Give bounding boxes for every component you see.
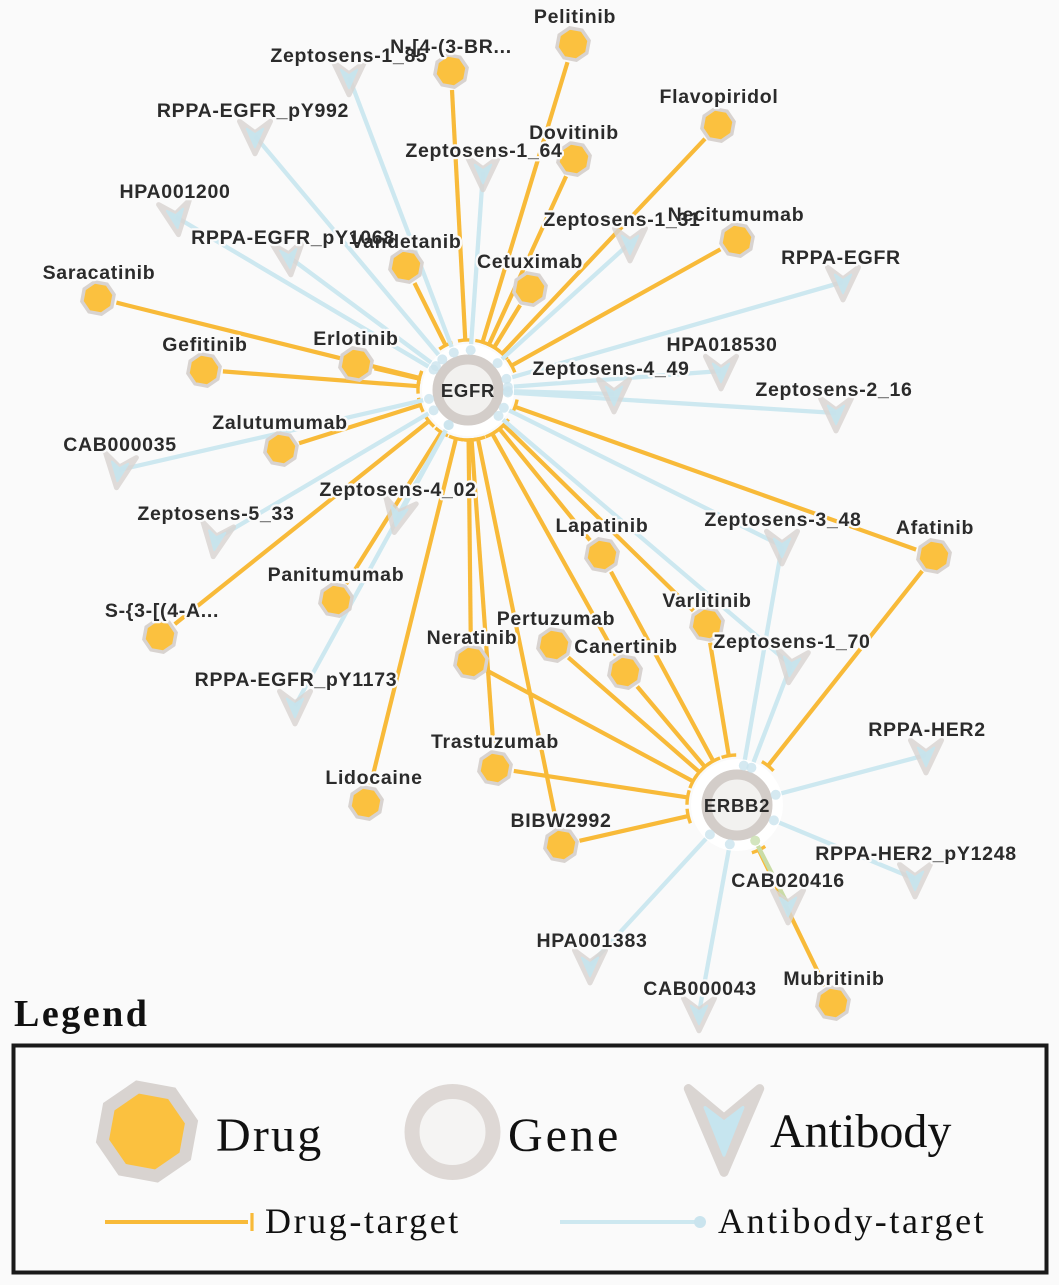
- svg-text:CAB000035: CAB000035: [63, 434, 177, 456]
- svg-text:CAB020416: CAB020416: [731, 870, 845, 892]
- svg-text:HPA001383: HPA001383: [536, 930, 647, 952]
- svg-text:Zeptosens-1_85: Zeptosens-1_85: [270, 45, 427, 67]
- svg-text:Zeptosens-1_85: Zeptosens-1_85: [270, 45, 427, 67]
- svg-text:Lidocaine: Lidocaine: [325, 767, 422, 789]
- svg-text:Erlotinib: Erlotinib: [313, 328, 398, 350]
- svg-text:HPA001200: HPA001200: [119, 181, 230, 203]
- svg-text:HPA018530: HPA018530: [666, 334, 777, 356]
- svg-text:Zeptosens-1_31: Zeptosens-1_31: [543, 209, 700, 231]
- svg-text:Zeptosens-4_02: Zeptosens-4_02: [319, 479, 476, 501]
- svg-text:RPPA-EGFR: RPPA-EGFR: [781, 247, 901, 269]
- svg-text:Vandetanib: Vandetanib: [350, 231, 461, 253]
- svg-text:S-{3-[(4-A...: S-{3-[(4-A...: [105, 600, 219, 622]
- svg-text:Zeptosens-3_48: Zeptosens-3_48: [704, 509, 861, 531]
- svg-text:RPPA-HER2: RPPA-HER2: [868, 719, 986, 741]
- svg-text:RPPA-EGFR_pY992: RPPA-EGFR_pY992: [157, 100, 349, 122]
- svg-text:Zalutumumab: Zalutumumab: [212, 412, 348, 434]
- svg-text:Varlitinib: Varlitinib: [662, 590, 751, 612]
- svg-text:RPPA-HER2: RPPA-HER2: [868, 719, 986, 741]
- svg-text:Mubritinib: Mubritinib: [783, 968, 884, 990]
- svg-text:Canertinib: Canertinib: [574, 636, 677, 658]
- svg-text:Zeptosens-4_02: Zeptosens-4_02: [319, 479, 476, 501]
- svg-text:Canertinib: Canertinib: [574, 636, 677, 658]
- svg-text:Cetuximab: Cetuximab: [477, 251, 583, 273]
- svg-text:Legend: Legend: [14, 993, 149, 1035]
- svg-text:HPA001383: HPA001383: [536, 930, 647, 952]
- svg-text:Pelitinib: Pelitinib: [534, 6, 616, 28]
- svg-text:RPPA-HER2_pY1248: RPPA-HER2_pY1248: [815, 843, 1017, 865]
- svg-text:Zeptosens-2_16: Zeptosens-2_16: [755, 379, 912, 401]
- svg-text:Dovitinib: Dovitinib: [529, 122, 619, 144]
- svg-text:Pertuzumab: Pertuzumab: [497, 608, 616, 630]
- svg-text:RPPA-EGFR_pY992: RPPA-EGFR_pY992: [157, 100, 349, 122]
- svg-text:Zalutumumab: Zalutumumab: [212, 412, 348, 434]
- svg-text:RPPA-EGFR_pY1068: RPPA-EGFR_pY1068: [191, 227, 395, 249]
- svg-text:Zeptosens-1_70: Zeptosens-1_70: [713, 631, 870, 653]
- svg-text:Gefitinib: Gefitinib: [162, 334, 247, 356]
- svg-text:Neratinib: Neratinib: [427, 627, 518, 649]
- svg-text:Erlotinib: Erlotinib: [313, 328, 398, 350]
- svg-text:RPPA-HER2_pY1248: RPPA-HER2_pY1248: [815, 843, 1017, 865]
- svg-text:CAB000043: CAB000043: [643, 978, 757, 1000]
- svg-text:CAB000043: CAB000043: [643, 978, 757, 1000]
- svg-text:BIBW2992: BIBW2992: [511, 810, 612, 832]
- svg-text:Lapatinib: Lapatinib: [556, 515, 649, 537]
- svg-text:RPPA-EGFR: RPPA-EGFR: [781, 247, 901, 269]
- svg-text:EGFR: EGFR: [441, 380, 495, 401]
- svg-text:HPA001200: HPA001200: [119, 181, 230, 203]
- svg-text:N-[4-(3-BR...: N-[4-(3-BR...: [390, 36, 512, 58]
- svg-text:Antibody: Antibody: [770, 1105, 951, 1158]
- svg-text:Antibody-target: Antibody-target: [718, 1201, 986, 1241]
- svg-text:Zeptosens-2_16: Zeptosens-2_16: [755, 379, 912, 401]
- svg-text:Neratinib: Neratinib: [427, 627, 518, 649]
- svg-text:ERBB2: ERBB2: [704, 795, 770, 816]
- svg-text:S-{3-[(4-A...: S-{3-[(4-A...: [105, 600, 219, 622]
- svg-text:N-[4-(3-BR...: N-[4-(3-BR...: [390, 36, 512, 58]
- svg-text:Zeptosens-5_33: Zeptosens-5_33: [137, 503, 294, 525]
- svg-text:RPPA-EGFR_pY1068: RPPA-EGFR_pY1068: [191, 227, 395, 249]
- svg-text:Vandetanib: Vandetanib: [350, 231, 461, 253]
- svg-text:Cetuximab: Cetuximab: [477, 251, 583, 273]
- svg-text:Necitumumab: Necitumumab: [668, 204, 805, 226]
- svg-text:Flavopiridol: Flavopiridol: [660, 86, 779, 108]
- svg-text:Gene: Gene: [508, 1109, 621, 1162]
- svg-text:Flavopiridol: Flavopiridol: [660, 86, 779, 108]
- svg-text:Pertuzumab: Pertuzumab: [497, 608, 616, 630]
- svg-text:Zeptosens-1_31: Zeptosens-1_31: [543, 209, 700, 231]
- svg-text:Gefitinib: Gefitinib: [162, 334, 247, 356]
- svg-text:HPA018530: HPA018530: [666, 334, 777, 356]
- svg-text:Panitumumab: Panitumumab: [268, 564, 405, 586]
- svg-text:Lapatinib: Lapatinib: [556, 515, 649, 537]
- svg-text:Pelitinib: Pelitinib: [534, 6, 616, 28]
- svg-text:Zeptosens-4_49: Zeptosens-4_49: [532, 358, 689, 380]
- svg-text:Trastuzumab: Trastuzumab: [431, 731, 559, 753]
- svg-text:CAB020416: CAB020416: [731, 870, 845, 892]
- svg-text:CAB000035: CAB000035: [63, 434, 177, 456]
- svg-text:Drug: Drug: [216, 1109, 323, 1162]
- svg-text:BIBW2992: BIBW2992: [511, 810, 612, 832]
- svg-text:Saracatinib: Saracatinib: [43, 262, 156, 284]
- svg-text:Afatinib: Afatinib: [896, 517, 974, 539]
- svg-text:Lidocaine: Lidocaine: [325, 767, 422, 789]
- svg-text:RPPA-EGFR_pY1173: RPPA-EGFR_pY1173: [195, 669, 398, 691]
- svg-text:RPPA-EGFR_pY1173: RPPA-EGFR_pY1173: [195, 669, 398, 691]
- svg-text:Varlitinib: Varlitinib: [662, 590, 751, 612]
- svg-text:Zeptosens-1_70: Zeptosens-1_70: [713, 631, 870, 653]
- svg-text:Panitumumab: Panitumumab: [268, 564, 405, 586]
- svg-text:Zeptosens-4_49: Zeptosens-4_49: [532, 358, 689, 380]
- svg-text:Mubritinib: Mubritinib: [783, 968, 884, 990]
- svg-text:Zeptosens-3_48: Zeptosens-3_48: [704, 509, 861, 531]
- svg-text:Drug-target: Drug-target: [265, 1201, 461, 1241]
- svg-text:Zeptosens-1_64: Zeptosens-1_64: [405, 140, 562, 162]
- svg-text:Zeptosens-5_33: Zeptosens-5_33: [137, 503, 294, 525]
- svg-text:Dovitinib: Dovitinib: [529, 122, 619, 144]
- svg-text:Afatinib: Afatinib: [896, 517, 974, 539]
- svg-text:Trastuzumab: Trastuzumab: [431, 731, 559, 753]
- svg-text:Saracatinib: Saracatinib: [43, 262, 156, 284]
- svg-text:Necitumumab: Necitumumab: [668, 204, 805, 226]
- svg-text:Zeptosens-1_64: Zeptosens-1_64: [405, 140, 562, 162]
